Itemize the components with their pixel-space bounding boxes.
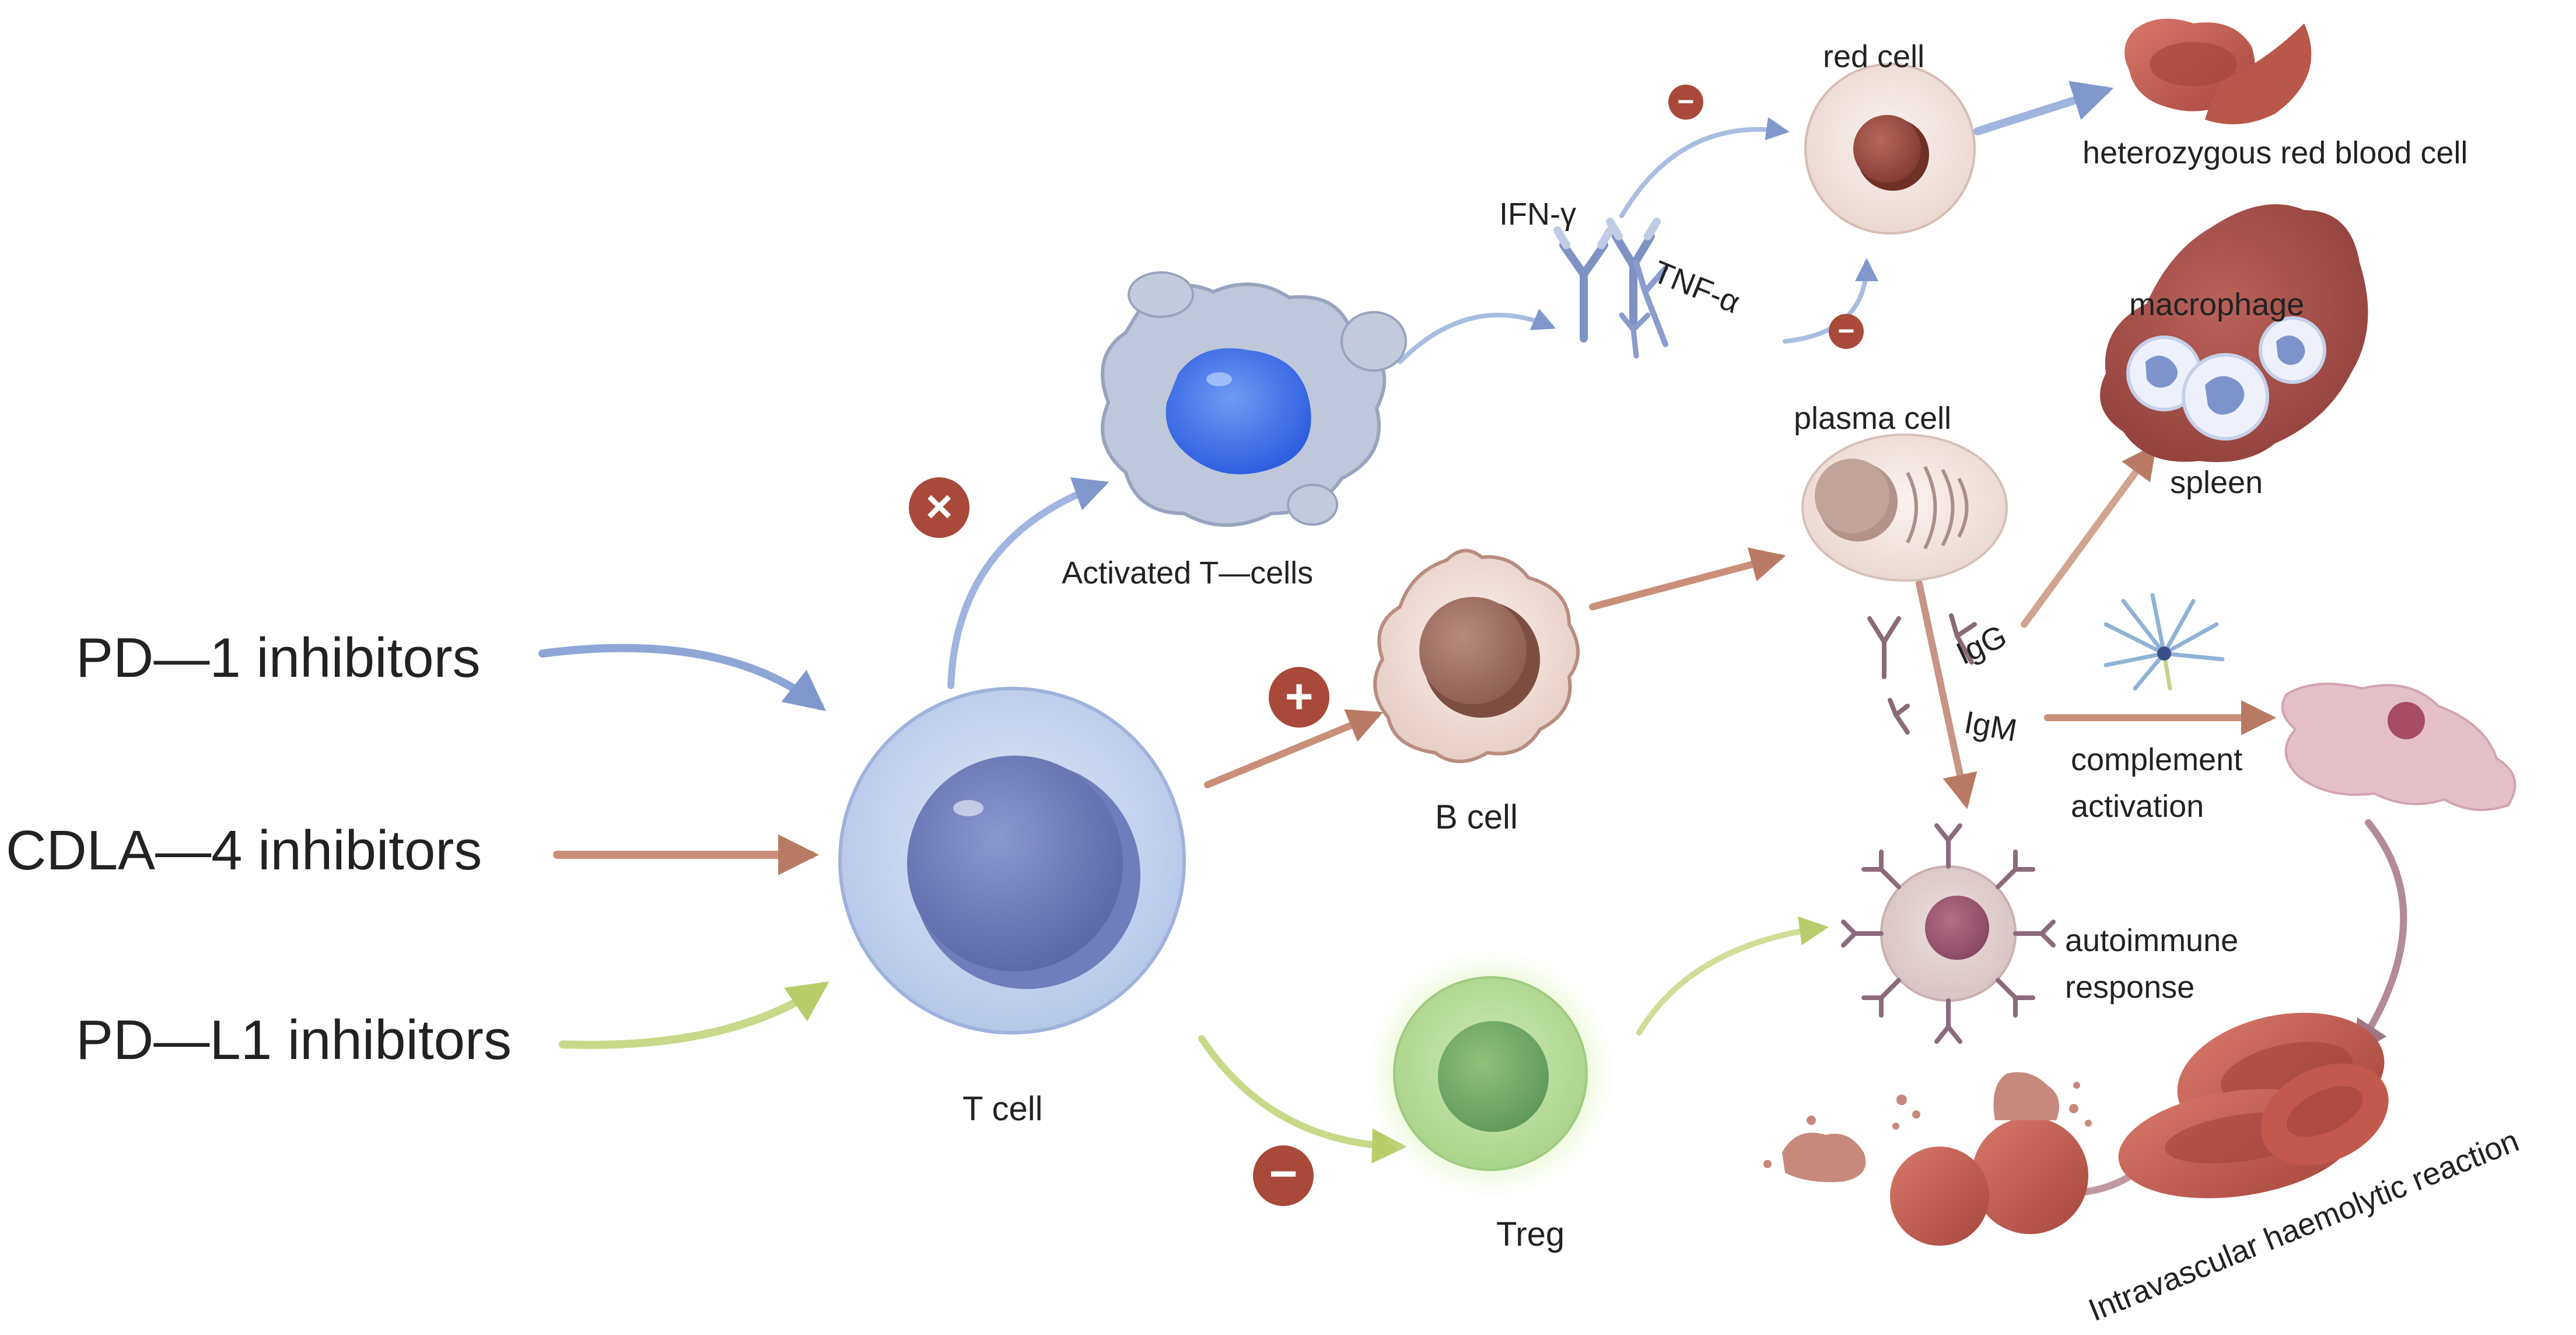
arrow-redcell-to-hetero [1973,81,2114,135]
treg-cell [1365,948,1616,1199]
complement-complex-icon [2104,593,2225,691]
arrow-pd1-to-tcell [538,644,827,711]
label-ifn-gamma: IFN-γ [1499,197,1576,232]
arrows [538,81,2407,1208]
label-tnf-alpha: TNF-α [1648,254,1745,320]
arrow-activated-to-cytokines [1398,309,1556,364]
t-cell [838,687,1186,1035]
arrow-tcell-to-activated [947,477,1110,689]
badge-minus-treg: − [1253,1145,1314,1206]
label-response: response [2065,970,2194,1005]
autoimmune-cell [1841,823,2056,1044]
badge-cross-activated: × [909,477,970,538]
complement-target-cell [2281,683,2516,811]
label-plasma-cell: plasma cell [1794,401,1951,436]
arrow-ifn-to-redcell [1619,117,1790,218]
lysed-rbcs [1763,1072,2092,1246]
antibody-icons [1867,613,1977,735]
label-spleen: spleen [2170,465,2263,500]
label-activated-t-cells: Activated T—cells [1062,555,1313,590]
arrow-tcell-to-bcell [1204,709,1384,788]
label-heterozygous-rbc: heterozygous red blood cell [2082,135,2468,170]
arrow-bcell-to-plasma [1589,547,1786,610]
label-pd1-inhibitors: PD—1 inhibitors [76,627,481,689]
hemolysis-rbcs [2118,1012,2389,1198]
svg-text:−: − [1838,314,1854,347]
heterozygous-rbc [2124,19,2312,124]
badge-minus-tnf: − [1829,314,1864,349]
arrow-igg-to-spleen [2021,443,2157,628]
label-igg: IgG [1951,618,2012,672]
svg-text:−: − [1677,85,1694,118]
b-cell [1373,548,1580,763]
label-complement: complement [2071,742,2242,777]
activated-t-cell [1101,271,1407,527]
red-cell [1804,63,1976,235]
label-macrophage: macrophage [2129,287,2304,322]
badge-minus-ifn: − [1668,85,1703,120]
svg-text:+: + [1284,669,1313,724]
arrow-pdl1-to-tcell [559,981,830,1049]
cytokine-receptors [1553,218,1668,359]
label-red-cell: red cell [1823,39,1924,74]
label-b-cell: B cell [1435,798,1518,836]
label-pdl1-inhibitors: PD—L1 inhibitors [76,1009,512,1071]
svg-text:−: − [1269,1146,1297,1201]
plasma-cell [1801,434,2008,582]
macrophage-cells [2126,316,2326,441]
arrow-treg-to-autoimmune [1636,916,1829,1036]
label-activation: activation [2071,789,2204,824]
arrow-plasma-to-autoimmune [1916,580,1978,809]
label-igm: IgM [1962,705,2020,749]
label-cdla4-inhibitors: CDLA—4 inhibitors [6,819,482,882]
badge-plus-bcell: + [1269,667,1329,728]
arrow-complement-to-hemolysis [2353,819,2407,1057]
spleen [2100,204,2368,462]
arrow-tcell-to-treg [1198,1035,1407,1163]
label-t-cell: T cell [963,1090,1043,1128]
label-autoimmune: autoimmune [2065,923,2238,958]
svg-text:×: × [926,480,953,532]
label-treg: Treg [1496,1215,1564,1253]
